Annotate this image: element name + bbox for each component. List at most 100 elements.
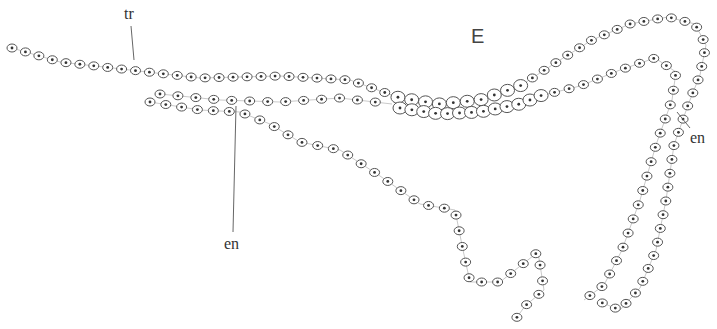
cell [242,73,252,81]
cell [186,73,196,81]
cell [633,201,643,209]
cell-nucleus [466,100,469,103]
cell-outline [661,62,671,70]
cell-outline [281,98,291,106]
cell [158,70,168,78]
cell [638,187,648,195]
cell-nucleus [458,229,461,232]
cell-nucleus [302,99,305,102]
cell [224,107,234,115]
cell-nucleus [410,108,413,111]
cell-nucleus [455,214,458,217]
cell [506,270,516,278]
cell-outline [493,278,503,286]
cell-outline [649,252,659,260]
cell-nucleus [588,294,591,297]
cell-nucleus [287,133,290,136]
cell-nucleus [568,87,571,90]
cell-nucleus [400,189,403,192]
cell-nucleus [624,67,627,70]
cell [391,91,405,103]
cell-outline [518,260,528,268]
cell-outline [47,56,57,64]
cell [477,278,487,286]
cell-nucleus [356,99,359,102]
cell [575,44,585,52]
cell-outline [683,102,693,110]
cell-outline [283,131,293,139]
cell-outline [514,80,528,92]
cell-outline [298,73,308,81]
cell-nucleus [434,112,437,115]
cell [698,36,708,44]
cell [639,17,649,25]
cell [356,160,366,168]
cell [625,20,635,28]
cell [692,23,702,31]
cell [313,142,323,150]
cell-outline [512,313,522,321]
cell [661,62,671,70]
cell-outline [161,101,171,109]
cell-outline [639,17,649,25]
cell [605,270,615,278]
cell [317,95,327,103]
cell-row [393,90,548,120]
cell-outline [655,224,665,232]
cell-outline [464,274,474,282]
cell-nucleus [65,61,68,64]
cell-outline [653,15,663,23]
cell [461,258,471,266]
cell [621,299,631,307]
cell-nucleus [410,98,413,101]
cell-nucleus [539,264,542,267]
cell [592,75,602,83]
cell-outline [299,96,309,104]
cell-nucleus [553,91,556,94]
cell [668,86,678,94]
cell-nucleus [194,96,197,99]
cell-outline [352,96,362,104]
cell-nucleus [330,78,333,81]
cell [263,98,273,106]
cell-nucleus [554,61,557,64]
cell-outline [451,211,461,219]
cell-outline [297,138,307,146]
cell-nucleus [647,267,650,270]
cell [680,17,690,25]
cell-chain [150,102,544,320]
cell-nucleus [196,108,199,111]
cell-nucleus [603,33,606,36]
cell-outline [173,92,183,100]
cell [493,278,503,286]
cell-nucleus [582,83,585,86]
cell [47,56,57,64]
cell-nucleus [92,64,95,67]
cell-nucleus [600,285,603,288]
cell-outline [370,168,380,176]
cell [298,73,308,81]
cell-nucleus [244,113,247,116]
cell-nucleus [702,38,705,41]
cell-outline [538,277,548,285]
cell [501,84,515,96]
cell-outline [625,20,635,28]
cell-chain [160,94,392,104]
cell-row [155,90,380,106]
cell-outline [522,301,532,309]
cell-nucleus [218,76,221,79]
cell [191,94,201,102]
cell-nucleus [482,110,485,113]
cell-nucleus [78,63,81,66]
cell [227,96,237,104]
cell [683,102,693,110]
cell-nucleus [654,146,657,149]
cell-outline [563,51,573,59]
cell-outline [628,215,638,223]
cell-nucleus [529,99,532,102]
cell-outline [460,95,474,107]
cell-outline [597,299,607,307]
cell [514,80,528,92]
cell-outline [592,75,602,83]
cell [669,142,679,150]
